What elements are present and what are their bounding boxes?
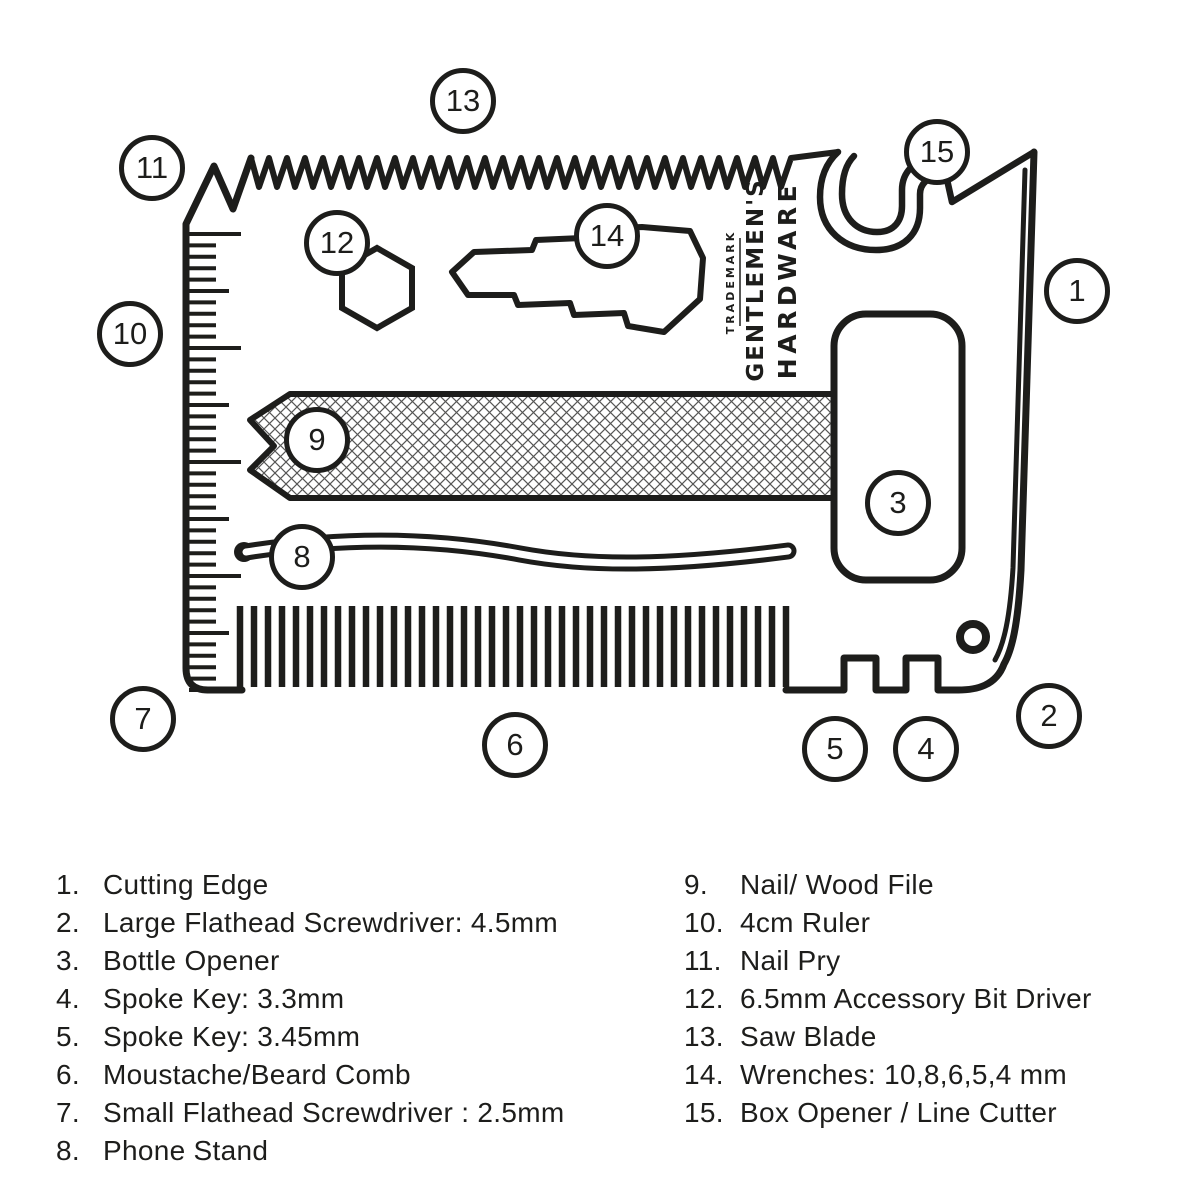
multitool-diagram: GENTLEMEN'S HARDWARE TRADEMARK	[182, 148, 1038, 694]
legend-item-label: Small Flathead Screwdriver : 2.5mm	[103, 1097, 565, 1128]
legend-item-number: 8.	[56, 1135, 80, 1166]
cutting-edge	[954, 148, 1038, 694]
legend-item-label: Wrenches: 10,8,6,5,4 mm	[740, 1059, 1067, 1090]
legend-item: 10. 4cm Ruler	[684, 904, 1092, 942]
legend-item-number: 7.	[56, 1097, 80, 1128]
legend-item-label: Spoke Key: 3.3mm	[103, 983, 345, 1014]
legend-item: 12. 6.5mm Accessory Bit Driver	[684, 980, 1092, 1018]
wrench-cutouts	[449, 224, 706, 335]
callout-14: 14	[574, 203, 640, 269]
legend-item: 1. Cutting Edge	[56, 866, 646, 904]
cutting-edge-bevel	[992, 167, 1028, 663]
callout-10: 10	[97, 301, 163, 367]
legend-item-label: Box Opener / Line Cutter	[740, 1097, 1057, 1128]
legend-item: 4. Spoke Key: 3.3mm	[56, 980, 646, 1018]
callout-7: 7	[110, 686, 176, 752]
legend-item-number: 3.	[56, 945, 80, 976]
brand-line2: HARDWARE	[773, 181, 802, 379]
box-opener-hook-inner	[838, 152, 939, 236]
callout-5: 5	[802, 716, 868, 782]
legend-item-label: Saw Blade	[740, 1021, 877, 1052]
legend-item: 13. Saw Blade	[684, 1018, 1092, 1056]
legend-item-number: 12.	[684, 983, 724, 1014]
legend-item-number: 9.	[684, 869, 708, 900]
legend-item-label: Spoke Key: 3.45mm	[103, 1021, 361, 1052]
brand-block: GENTLEMEN'S HARDWARE TRADEMARK	[724, 178, 802, 381]
phone-stand-slot	[234, 532, 797, 572]
legend-item: 5. Spoke Key: 3.45mm	[56, 1018, 646, 1056]
legend-item: 9. Nail/ Wood File	[684, 866, 1092, 904]
callout-15: 15	[904, 119, 970, 185]
ruler-ticks	[189, 232, 241, 692]
legend-item-label: Nail/ Wood File	[740, 869, 934, 900]
callout-8: 8	[269, 524, 335, 590]
callout-11: 11	[119, 135, 185, 201]
legend-item-number: 14.	[684, 1059, 724, 1090]
legend-item: 6. Moustache/Beard Comb	[56, 1056, 646, 1094]
legend-item: 11. Nail Pry	[684, 942, 1092, 980]
legend-item: 7. Small Flathead Screwdriver : 2.5mm	[56, 1094, 646, 1132]
legend-item-number: 6.	[56, 1059, 80, 1090]
legend-item-number: 4.	[56, 983, 80, 1014]
legend-item-label: 6.5mm Accessory Bit Driver	[740, 983, 1092, 1014]
legend-item: 14. Wrenches: 10,8,6,5,4 mm	[684, 1056, 1092, 1094]
legend-column-left: 1. Cutting Edge 2. Large Flathead Screwdri…	[56, 866, 646, 1170]
legend-item-number: 1.	[56, 869, 80, 900]
spoke-key-notches	[782, 654, 962, 694]
callout-6: 6	[482, 712, 548, 778]
callout-2: 2	[1016, 683, 1082, 749]
legend-item-label: Bottle Opener	[103, 945, 280, 976]
legend-column-right: 9. Nail/ Wood File 10. 4cm Ruler 11. Nail P…	[684, 866, 1092, 1170]
callout-3: 3	[865, 470, 931, 536]
comb-teeth	[236, 606, 790, 687]
legend-item-number: 10.	[684, 907, 724, 938]
callout-13: 13	[430, 68, 496, 134]
lanyard-hole	[956, 620, 990, 654]
legend-item-number: 11.	[684, 945, 722, 976]
callout-4: 4	[893, 716, 959, 782]
legend-item-label: Cutting Edge	[103, 869, 269, 900]
brand-line1: GENTLEMEN'S	[743, 178, 769, 381]
brand-trademark: TRADEMARK	[724, 230, 737, 335]
legend-item-label: 4cm Ruler	[740, 907, 871, 938]
callout-1: 1	[1044, 258, 1110, 324]
legend-item-number: 13.	[684, 1021, 724, 1052]
legend-item-label: Nail Pry	[740, 945, 841, 976]
legend-item: 2. Large Flathead Screwdriver: 4.5mm	[56, 904, 646, 942]
callout-9: 9	[284, 407, 350, 473]
legend-item: 8. Phone Stand	[56, 1132, 646, 1170]
legend-item: 15. Box Opener / Line Cutter	[684, 1094, 1092, 1132]
saw-blade-edge	[248, 149, 841, 190]
legend-item-label: Phone Stand	[103, 1135, 269, 1166]
legend-item-number: 5.	[56, 1021, 80, 1052]
bottle-opener-cutout	[830, 310, 966, 584]
legend-item: 3. Bottle Opener	[56, 942, 646, 980]
legend-item-label: Moustache/Beard Comb	[103, 1059, 411, 1090]
legend-item-label: Large Flathead Screwdriver: 4.5mm	[103, 907, 558, 938]
legend-item-number: 15.	[684, 1097, 724, 1128]
legend-item-number: 2.	[56, 907, 80, 938]
legend: 1. Cutting Edge 2. Large Flathead Screwdri…	[0, 866, 1200, 1170]
callout-12: 12	[304, 210, 370, 276]
